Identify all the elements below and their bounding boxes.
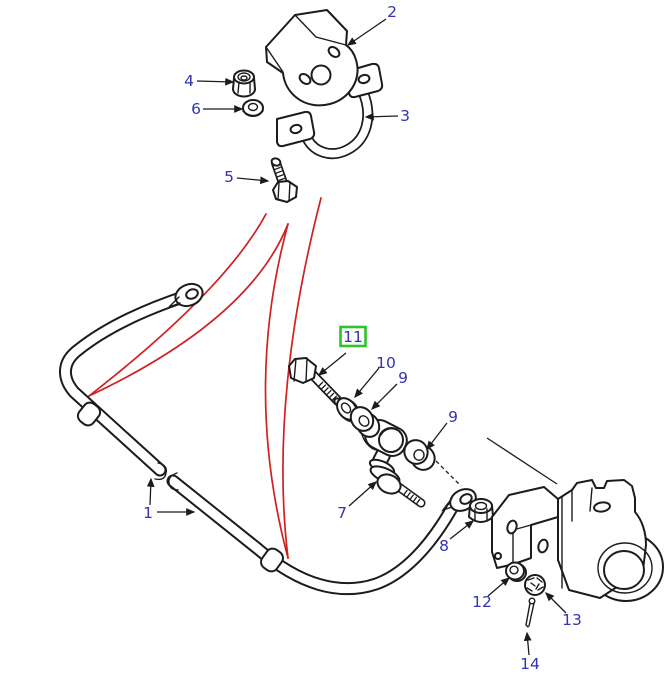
- part-label-3[interactable]: 3: [400, 107, 410, 125]
- part-label-6[interactable]: 6: [191, 100, 201, 118]
- washer-12-drawing: [505, 561, 527, 582]
- washer-6-drawing: [242, 99, 264, 117]
- part-label-10[interactable]: 10: [376, 354, 396, 372]
- castle-nut-13-drawing: [524, 574, 546, 596]
- assembly-axis-line: [486, 437, 558, 485]
- nut-8-drawing: [468, 498, 494, 523]
- nut-4-drawing: [232, 69, 256, 98]
- part-callouts: 2 3 4 6 5 11 10 9 9 7 1 8 12 13 14: [143, 3, 582, 673]
- part-label-14[interactable]: 14: [520, 655, 540, 673]
- clamp-strap-drawing: [276, 62, 384, 160]
- bushing-9-left-drawing: [349, 406, 381, 438]
- split-pin-14-drawing: [525, 597, 536, 628]
- bushing-9-right-drawing: [403, 439, 436, 471]
- part-label-5[interactable]: 5: [224, 168, 234, 186]
- part-label-13[interactable]: 13: [562, 611, 582, 629]
- part-label-7[interactable]: 7: [337, 504, 347, 522]
- part-label-1[interactable]: 1: [143, 504, 153, 522]
- leader-lines: [146, 18, 567, 656]
- part-label-9a[interactable]: 9: [398, 369, 408, 387]
- assembly-axis-dashed-line: [435, 460, 462, 487]
- part-label-4[interactable]: 4: [184, 72, 194, 90]
- part-label-2[interactable]: 2: [387, 3, 397, 21]
- bolt-11-drawing: [288, 357, 343, 407]
- part-label-11-highlighted[interactable]: 11: [343, 328, 363, 346]
- bolt-5-drawing: [270, 157, 298, 203]
- part-label-9b[interactable]: 9: [448, 408, 458, 426]
- stabilizer-bar-drawing: [59, 282, 459, 596]
- part-label-8[interactable]: 8: [439, 537, 449, 555]
- part-label-12[interactable]: 12: [472, 593, 492, 611]
- bushing-clamp-drawing: [265, 9, 359, 107]
- axle-bracket-drawing: [491, 479, 664, 602]
- highlight-box[interactable]: [339, 325, 367, 348]
